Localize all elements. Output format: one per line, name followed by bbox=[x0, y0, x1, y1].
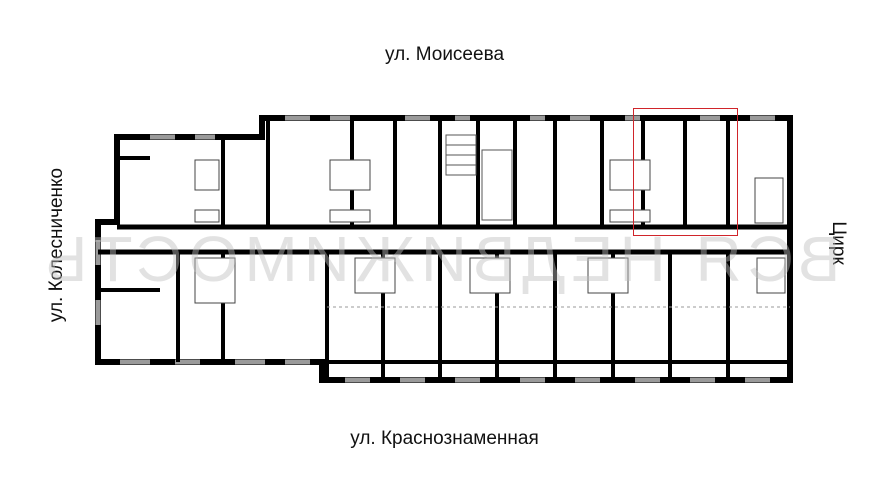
street-label-bottom: ул. Краснознаменная bbox=[350, 428, 539, 449]
stairwell bbox=[445, 134, 513, 221]
bathrooms bbox=[194, 159, 786, 304]
outer-walls bbox=[95, 115, 793, 383]
corridor-walls bbox=[98, 224, 790, 255]
selected-apartment-highlight[interactable] bbox=[633, 108, 738, 236]
windows bbox=[95, 115, 775, 383]
street-label-top: ул. Моисеева bbox=[384, 44, 505, 65]
